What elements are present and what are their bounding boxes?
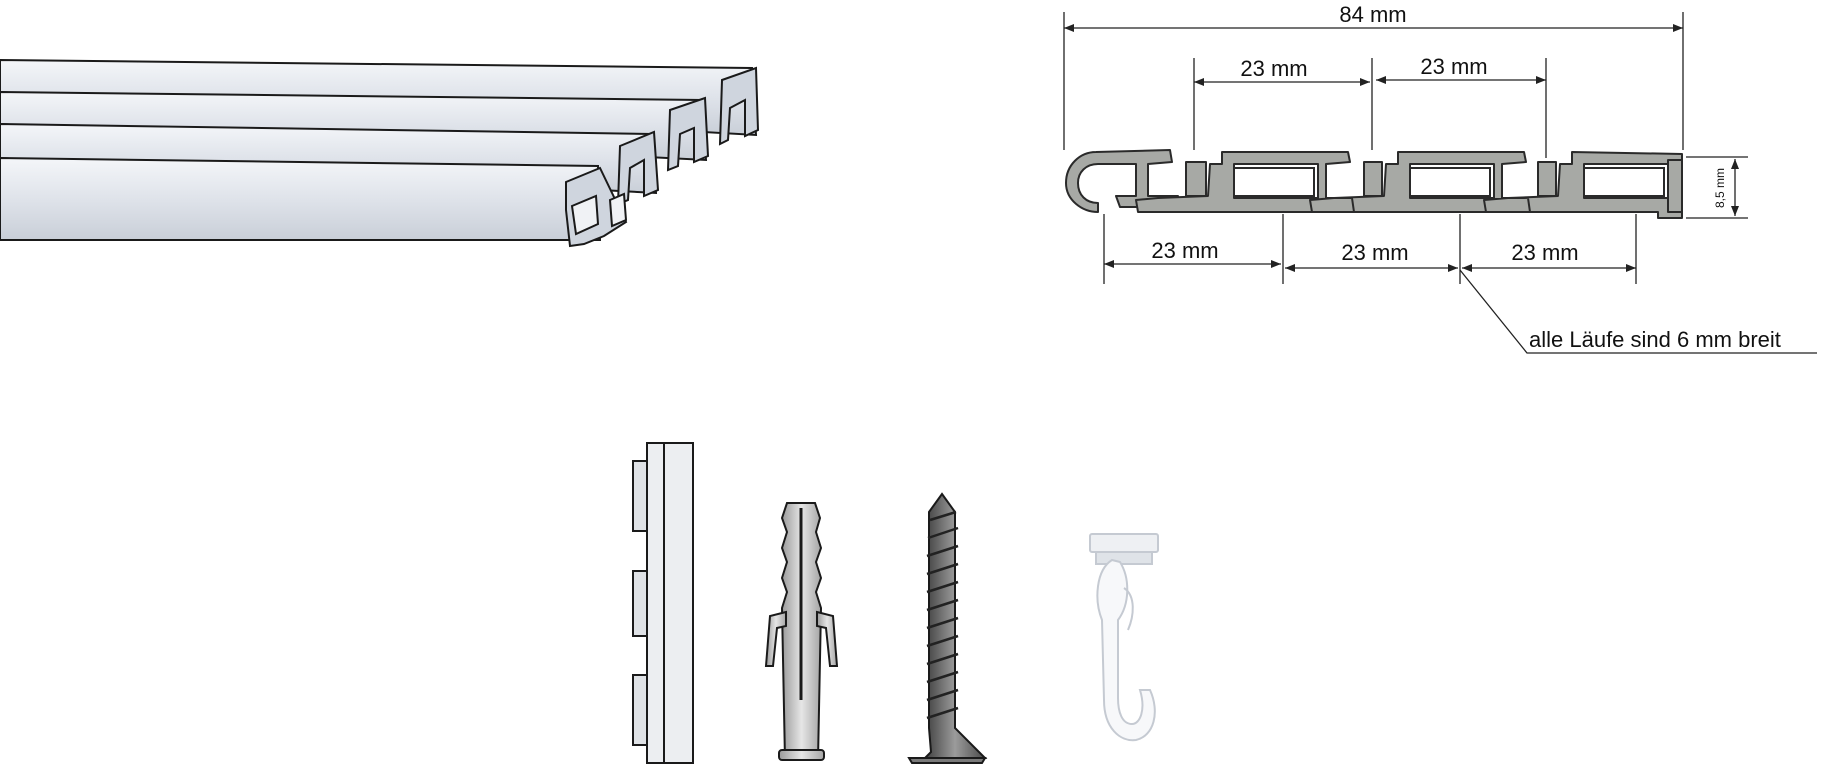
wall-plug [764, 502, 839, 761]
bottom-left-spacing-label: 23 mm [1151, 238, 1218, 263]
curtain-glider [1089, 533, 1159, 742]
overall-width-label: 84 mm [1339, 2, 1406, 27]
dimension-arrows [1064, 24, 1739, 272]
profile-base-fill [1185, 159, 1683, 213]
profile-cross-section [1065, 149, 1683, 219]
screw-thread [926, 510, 959, 720]
height-label: 8,5 mm [1713, 168, 1727, 208]
screw [907, 492, 988, 764]
runner-width-note: alle Läufe sind 6 mm breit [1529, 327, 1781, 352]
rail-illustration [0, 58, 760, 248]
bottom-middle-spacing-label: 23 mm [1341, 240, 1408, 265]
top-right-spacing-label: 23 mm [1420, 54, 1487, 79]
profile-inner-detail [1233, 167, 1665, 197]
bottom-right-spacing-label: 23 mm [1511, 240, 1578, 265]
mounting-bracket [632, 442, 694, 764]
profile-shape [1065, 149, 1181, 213]
top-left-spacing-label: 23 mm [1240, 56, 1307, 81]
